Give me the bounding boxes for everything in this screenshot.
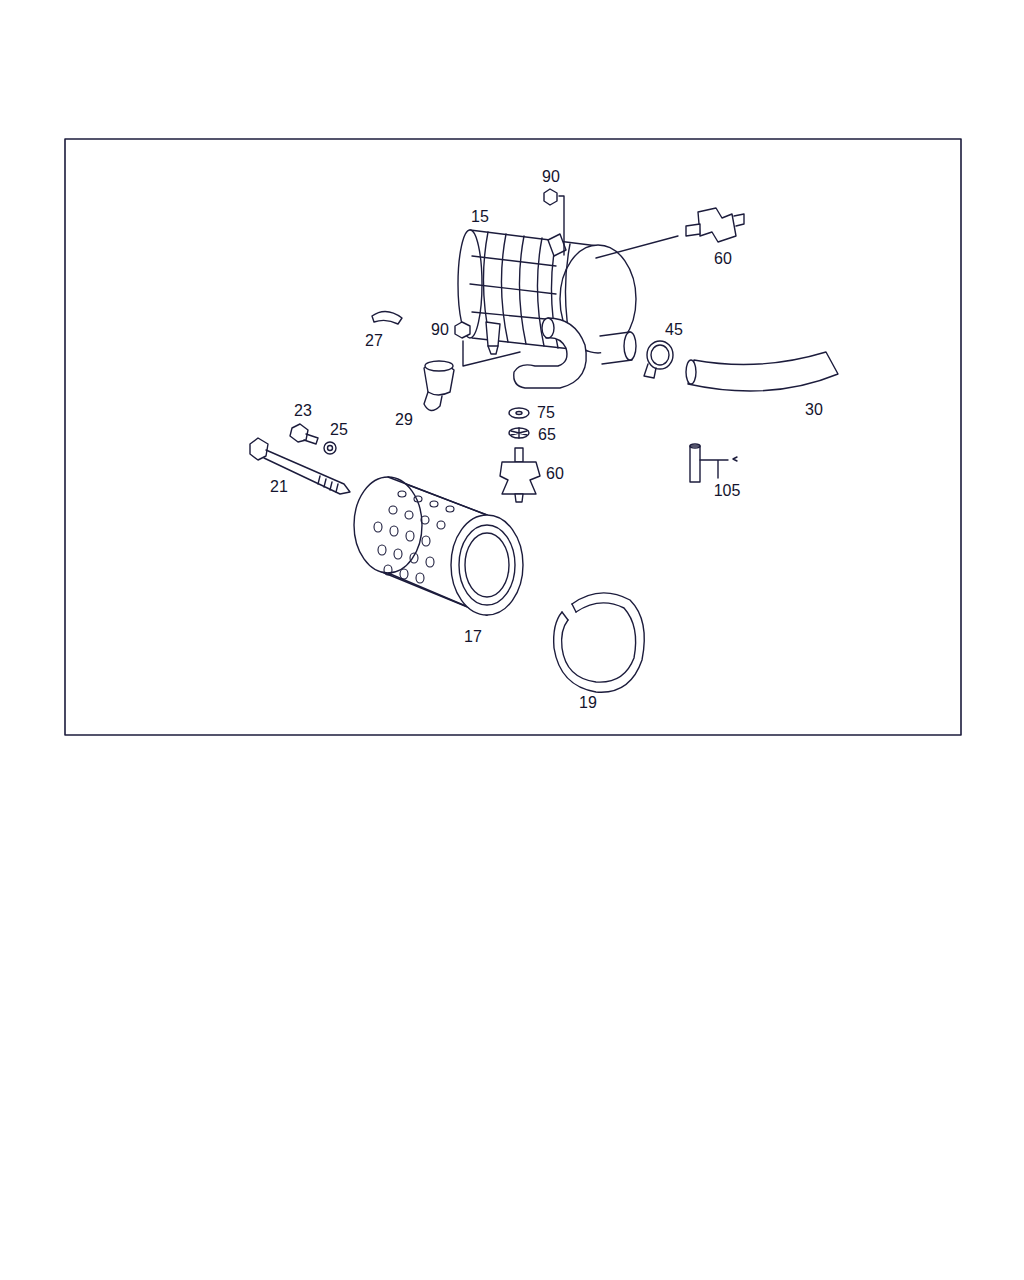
callout-number: 27 xyxy=(364,332,384,350)
intake-hose xyxy=(686,352,838,391)
clip xyxy=(372,311,402,324)
callout-number: 19 xyxy=(578,694,598,712)
screw xyxy=(290,424,318,444)
star-washer xyxy=(509,428,529,438)
vent-tube xyxy=(690,444,737,482)
filter-element xyxy=(354,477,523,615)
air-filter-housing xyxy=(458,230,636,388)
long-bolt xyxy=(250,438,350,494)
washer xyxy=(509,408,529,418)
leader-line xyxy=(596,236,678,258)
callout-number: 75 xyxy=(536,404,556,422)
callout-number: 90 xyxy=(541,168,561,186)
drain-valve xyxy=(424,361,454,411)
rubber-mount xyxy=(500,448,540,502)
callout-number: 17 xyxy=(463,628,483,646)
seal-ring xyxy=(554,593,645,692)
callout-number: 60 xyxy=(713,250,733,268)
leader-line xyxy=(559,196,564,255)
rubber-mount xyxy=(686,208,744,242)
frame xyxy=(65,139,961,735)
hose-clamp xyxy=(644,341,673,378)
nut xyxy=(544,189,557,205)
callout-number: 65 xyxy=(537,426,557,444)
callout-number: 60 xyxy=(545,465,565,483)
callout-number: 21 xyxy=(269,478,289,496)
callout-number: 23 xyxy=(293,402,313,420)
callout-number: 29 xyxy=(394,411,414,429)
nut xyxy=(455,322,470,338)
callout-number: 90 xyxy=(430,321,450,339)
leader-line xyxy=(463,341,520,366)
callout-number: 25 xyxy=(329,421,349,439)
callout-number: 30 xyxy=(804,401,824,419)
callout-number: 45 xyxy=(664,321,684,339)
callout-number: 15 xyxy=(470,208,490,226)
callout-number: 105 xyxy=(713,482,742,500)
washer xyxy=(324,442,336,454)
